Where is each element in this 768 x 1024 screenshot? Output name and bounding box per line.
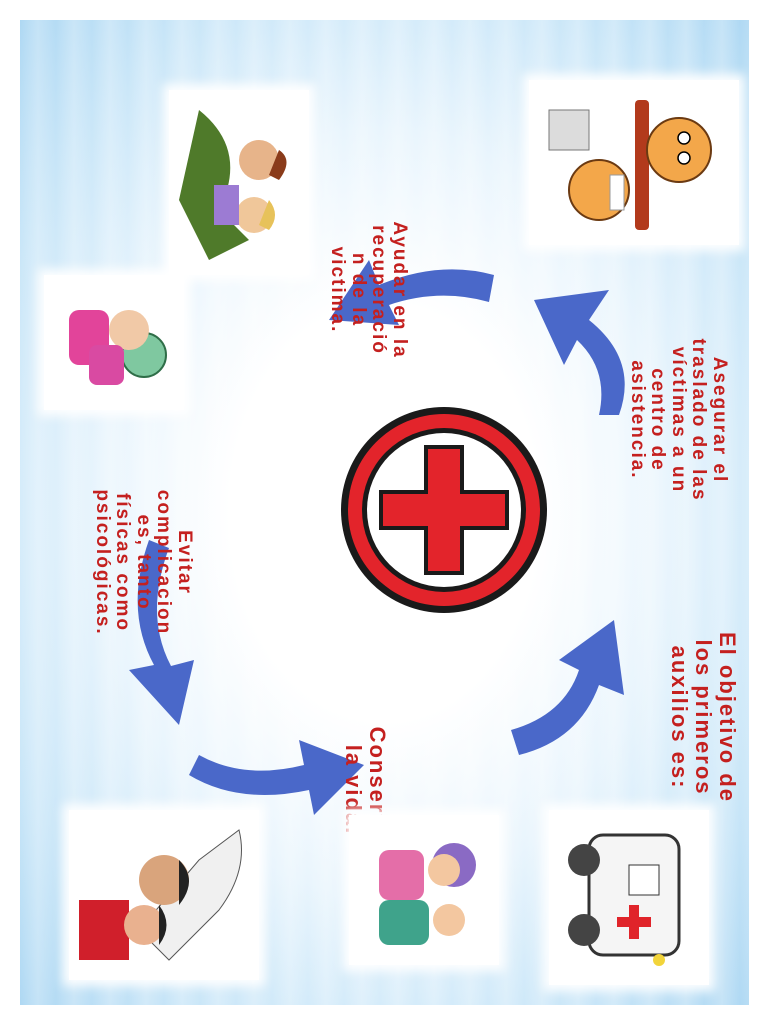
ambulance-cartoon [549,810,709,985]
arrow-3 [129,540,194,725]
step-evitar: Evitar complicacion es, tanto físicas co… [91,489,195,636]
slide: El objetivo de los primeros auxilios es:… [20,20,749,1005]
step-asegurar: Asegurar el traslado de las víctimas a u… [626,338,730,502]
cycle-arrows [129,260,625,815]
arrow-4 [189,740,364,815]
rescue-breathing-cartoon [69,810,259,980]
hug-cartoon [44,275,184,410]
bandage-cartoon [169,90,309,275]
red-cross-logo [334,400,554,620]
step-ayudar: Ayudar en la recuperació n de la victima… [327,221,410,359]
arrow-2 [329,260,494,325]
arrow-5 [511,620,624,755]
arrow-1 [534,290,625,415]
diagram-canvas: El objetivo de los primeros auxilios es:… [20,20,749,1005]
stretcher-cartoon [529,80,739,245]
center-label: El objetivo de los primeros auxilios es: [667,631,741,804]
elderly-help-cartoon [349,815,499,965]
